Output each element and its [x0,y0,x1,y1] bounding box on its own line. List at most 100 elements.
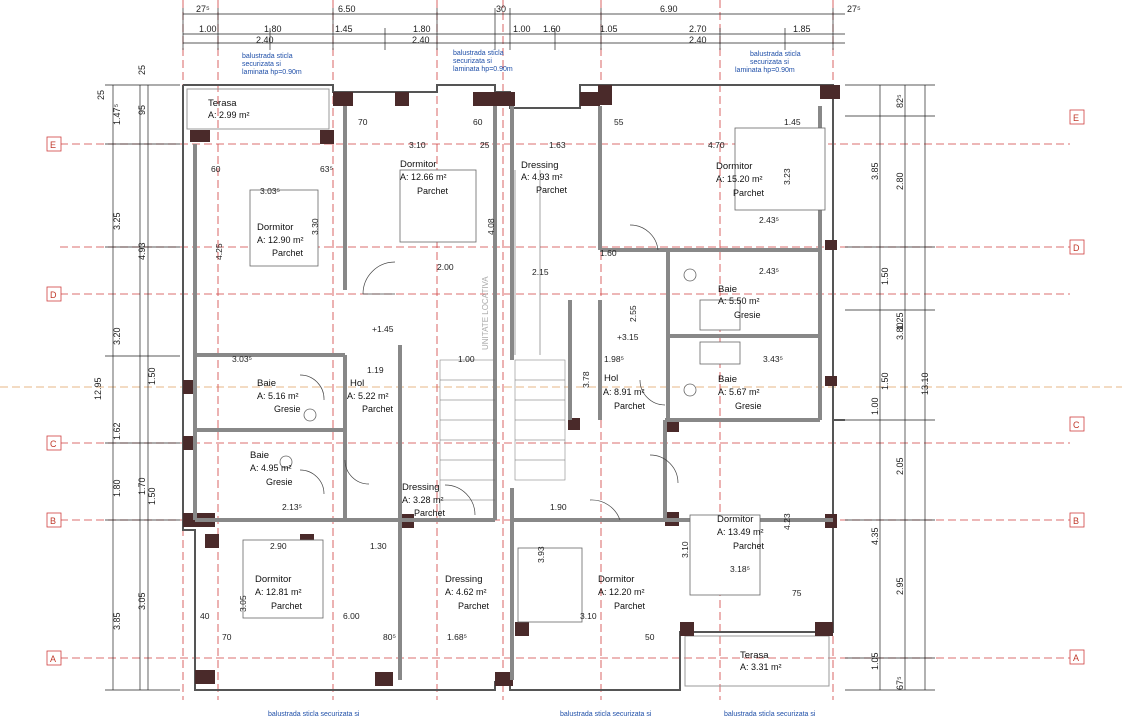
room-15-name: Dormitor [598,574,634,585]
room-6-floor: Gresie [274,404,301,414]
staircase [439,170,566,521]
room-labels: Terasa A: 2.99 m² Dormitor A: 12.90 m² P… [208,98,782,672]
dim-top-1: 27⁵ [196,4,210,14]
inner-dim-38: 80⁵ [383,632,396,642]
note-top-left-2: securizata si [242,61,281,68]
inner-dim-23: 3.03⁵ [232,354,252,364]
inner-dim-3: 3.10 [409,140,426,150]
inner-dim-5: 1.63 [549,140,566,150]
right-axis-labels: E D C B A [1069,109,1085,665]
room-9-floor: Gresie [735,401,762,411]
inner-dim-46: 40 [200,611,210,621]
dim-left-m6: 1.70 [137,477,147,495]
dim-top-r2-1: 1.00 [199,24,217,34]
note-top-right-1: balustrada sticla [750,51,801,58]
dim-left-m7: 1.50 [147,487,157,505]
room-0-name: Terasa [208,98,237,109]
note-top-mid-2: securizata si [453,58,492,65]
room-5-name: Baie [718,284,737,295]
room-11-name: Dressing [402,482,440,493]
room-14-floor: Parchet [458,601,490,611]
inner-dim-4: 25 [480,140,490,150]
dim-top-3: 30 [496,4,506,14]
interior-walls [193,106,833,680]
dim-top-r2-9: 1.85 [793,24,811,34]
room-13-name: Dormitor [255,574,291,585]
inner-dim-45: 70 [222,632,232,642]
inner-dim-28: 2.90 [270,541,287,551]
note-bottom-mid: balustrada sticla securizata si [560,711,652,718]
dim-right-4: 13.10 [920,372,930,395]
dim-right-5: 4.35 [870,527,880,545]
right-dimension-lines [845,84,935,691]
dim-right-m3: 1.25 [895,312,905,330]
left-axis-labels: E D C B A [46,136,62,666]
inner-dim-20: +1.45 [372,324,394,334]
room-2-name: Dormitor [400,159,436,170]
axis-left-a: A [50,654,56,664]
axis-left-e: E [50,140,56,150]
dim-top-4: 6.90 [660,4,678,14]
inner-dim-29: 1.30 [370,541,387,551]
dim-left-m8: 3.05 [137,592,147,610]
left-dimension-texts: 25 1.47⁵ 3.25 3.20 1.62 1.80 3.85 25 95 … [93,65,157,630]
note-top-right-3: laminata hp=0.90m [735,67,795,74]
unitate-label: UNITATE LOCATIVA [481,276,490,350]
room-3-name: Dressing [521,160,559,171]
furniture-sanitary [279,268,741,469]
dim-left-m5: 1.50 [147,367,157,385]
dim-left-7: 3.85 [112,612,122,630]
room-0-area: A: 2.99 m² [208,110,250,120]
inner-dim-16: 2.15 [532,267,549,277]
axis-right-d: D [1073,243,1080,253]
bottom-notes: balustrada sticla securizata si balustra… [268,711,816,718]
axis-right-e: E [1073,113,1079,123]
room-15-floor: Parchet [614,601,646,611]
inner-dim-2: 60 [473,117,483,127]
room-7-area: A: 5.22 m² [347,391,389,401]
inner-dim-30: 1.90 [550,502,567,512]
dim-right-m6: 2.05 [895,457,905,475]
dim-top-r3-1: 2.40 [256,35,274,45]
inner-dim-36: 75 [792,588,802,598]
dim-right-m5: 1.00 [870,397,880,415]
dim-top-r2-7: 1.05 [600,24,618,34]
room-7-floor: Parchet [362,404,394,414]
room-13-floor: Parchet [271,601,303,611]
note-top-right-2: securizata si [750,59,789,66]
inner-dim-8: 1.45 [784,117,801,127]
dim-top-r3-3: 2.40 [689,35,707,45]
inner-dim-32: 3.18⁵ [730,564,750,574]
dim-top-5: 27⁵ [847,4,861,14]
top-notes: balustrada sticla securizata si laminata… [242,50,801,76]
dim-top-2: 6.50 [338,4,356,14]
room-5-floor: Gresie [734,310,761,320]
note-bottom-right: balustrada sticla securizata si [724,711,816,718]
inner-dim-21: +3.15 [617,332,639,342]
room-4-area: A: 15.20 m² [716,174,763,184]
dim-left-5: 1.62 [112,422,122,440]
room-14-area: A: 4.62 m² [445,587,487,597]
dim-right-m2: 1.50 [880,267,890,285]
room-3-area: A: 4.93 m² [521,172,563,182]
dim-left-3: 3.25 [112,212,122,230]
inner-dim-44: 3.05 [238,595,248,612]
note-top-mid-1: balustrada sticla [453,50,504,57]
dim-right-m4: 1.50 [880,372,890,390]
room-12-area: A: 13.49 m² [717,527,764,537]
dim-top-r2-4: 1.80 [413,24,431,34]
inner-dim-31: 3.10 [680,541,690,558]
room-10-name: Baie [250,450,269,461]
room-4-name: Dormitor [716,161,752,172]
inner-dim-27: 2.13⁵ [282,502,302,512]
inner-dim-9: 60 [211,164,221,174]
room-9-area: A: 5.67 m² [718,387,760,397]
note-bottom-left: balustrada sticla securizata si [268,711,360,718]
dim-top-r2-8: 2.70 [689,24,707,34]
dim-right-m1: 2.80 [895,172,905,190]
inner-dim-13: 3.30 [310,218,320,235]
inner-dim-6: 55 [614,117,624,127]
inner-dim-40: 3.78 [581,371,591,388]
room-7-name: Hol [350,378,364,389]
room-8-floor: Parchet [614,401,646,411]
